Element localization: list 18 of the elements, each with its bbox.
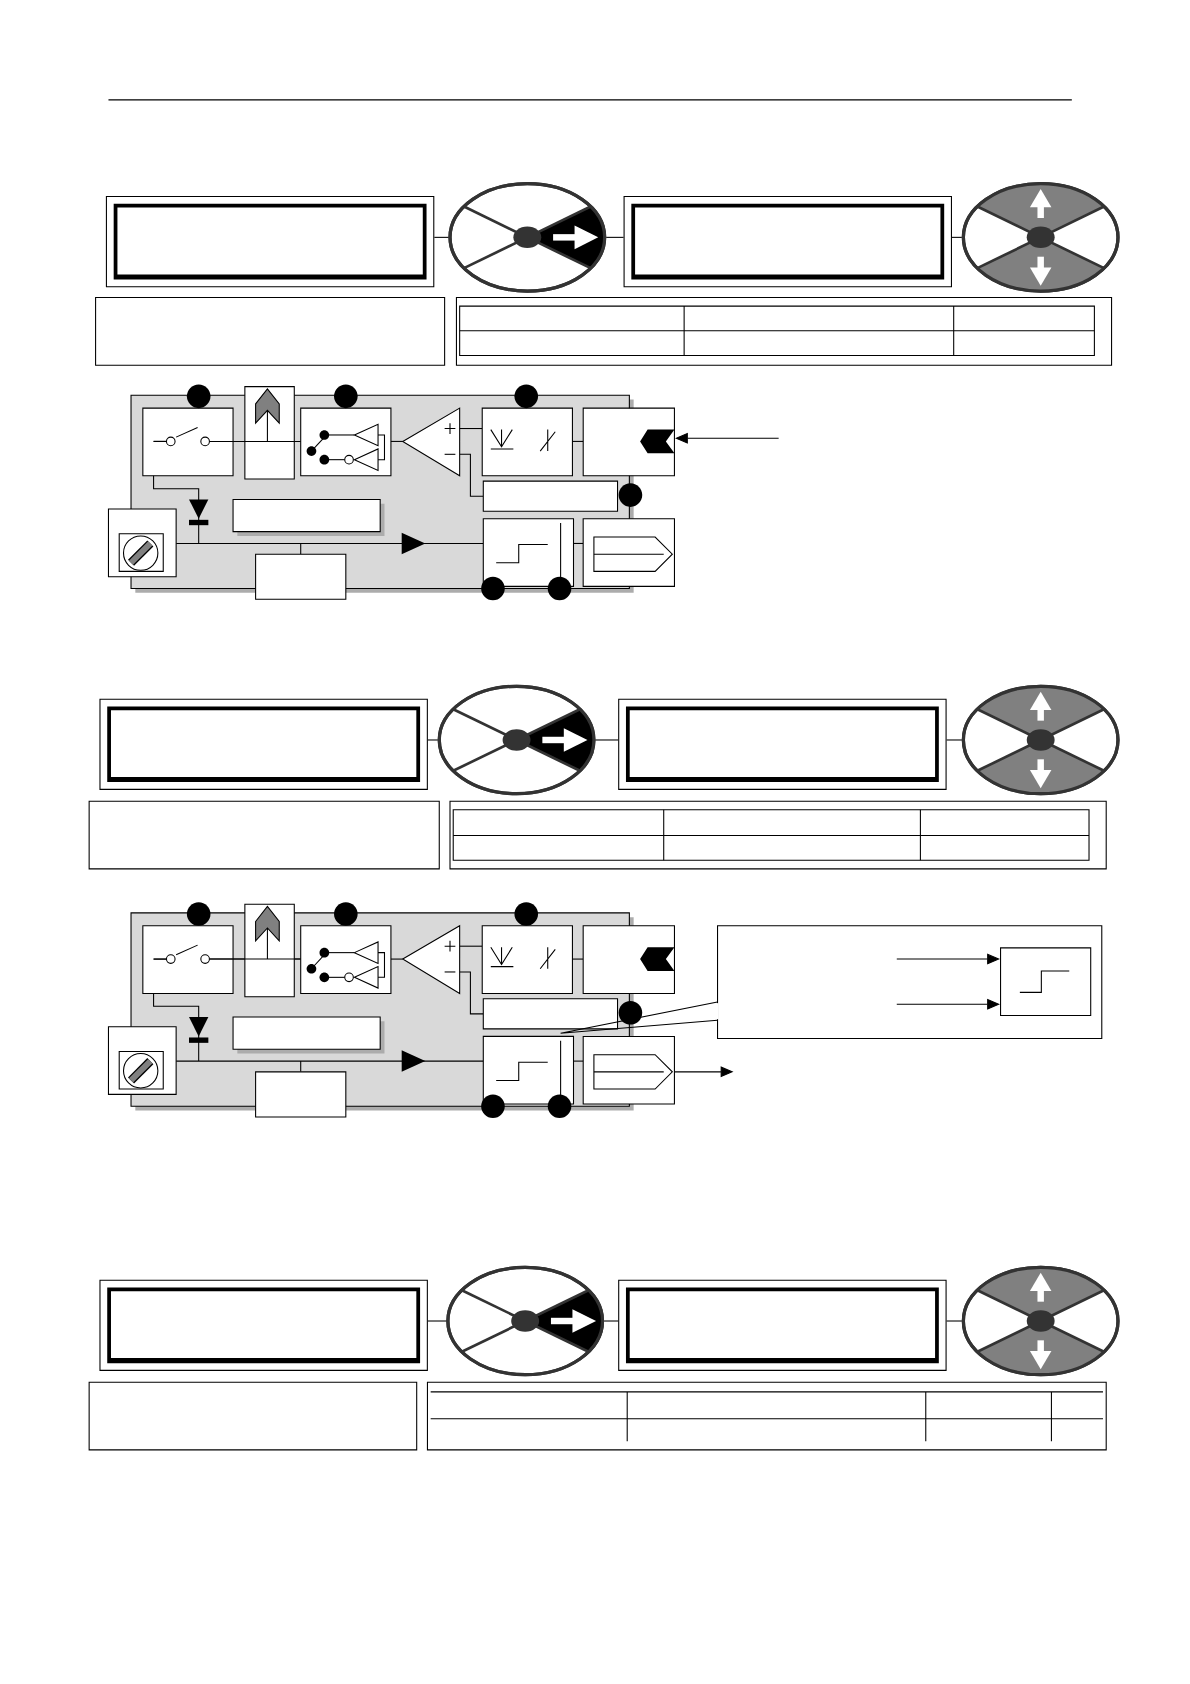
keypad-drawing [448,182,607,293]
display-box [618,698,947,790]
arrow [896,953,1000,965]
step-block [1000,947,1092,1016]
keypad-drawing [961,182,1120,293]
keypad-drawing [446,1265,605,1377]
output-block [582,1035,675,1105]
display-box [99,698,428,790]
arrow [675,432,780,444]
display-box [623,196,952,288]
keypad-drawing [437,684,596,796]
display-box [99,1279,428,1371]
arrow [896,998,1000,1010]
keypad-drawing [961,1265,1120,1377]
input-block [582,407,675,477]
display-box [105,196,435,288]
display-box [618,1279,947,1371]
keypad-drawing [961,684,1120,796]
